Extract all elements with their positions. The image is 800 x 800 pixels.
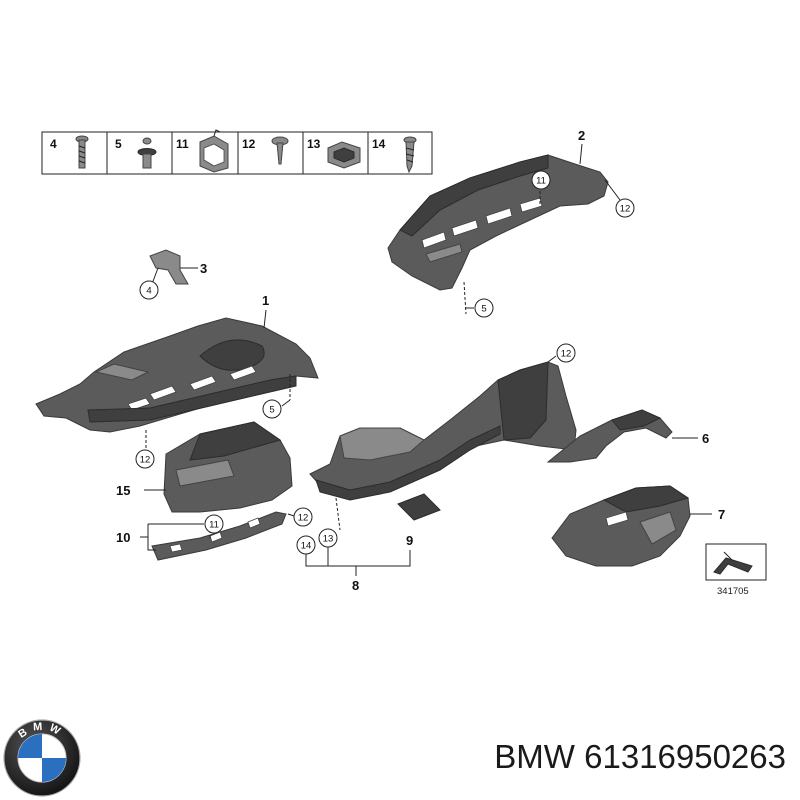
legend-num-4: 4 [50, 137, 57, 151]
reference-number: 341705 [717, 586, 749, 597]
caption: BMW 61316950263 [494, 738, 786, 776]
callout-6: 6 [702, 431, 709, 446]
part-10-strip [151, 511, 287, 561]
callout-3: 3 [200, 261, 207, 276]
circle-12-left: 12 [140, 455, 151, 466]
part-15-box [163, 421, 293, 513]
circle-11-left: 11 [209, 520, 219, 531]
callout-1: 1 [262, 293, 269, 308]
circle-5-left: 5 [269, 405, 274, 416]
part-8-trim [309, 361, 577, 501]
part-2-panel [387, 154, 609, 291]
caption-brand: BMW [494, 738, 575, 775]
expansion-rivet-icon [137, 137, 157, 169]
legend-num-11: 11 [176, 137, 189, 151]
self-tapping-screw-icon [403, 136, 417, 174]
callout-2: 2 [578, 128, 585, 143]
circle-13: 13 [323, 534, 334, 545]
part-6-shroud [546, 409, 673, 463]
part-9-pad [397, 493, 441, 521]
bolt-icon [75, 135, 89, 169]
callout-8: 8 [352, 578, 359, 593]
screw-icon [271, 136, 289, 165]
circle-11-upper: 11 [536, 176, 546, 187]
spring-nut-icon [327, 141, 361, 169]
legend-num-14: 14 [372, 137, 386, 151]
callout-9: 9 [406, 533, 413, 548]
part-3-bracket [149, 249, 189, 285]
callout-7: 7 [718, 507, 725, 522]
callout-10: 10 [116, 530, 130, 545]
legend-num-5: 5 [115, 137, 122, 151]
circle-5-upper: 5 [481, 304, 486, 315]
caption-part-number: 61316950263 [584, 738, 786, 775]
circle-12-lower: 12 [298, 513, 309, 524]
fastener-legend: 4 5 11 12 13 14 [41, 129, 433, 175]
part-1-panel [35, 317, 319, 433]
legend-num-12: 12 [242, 137, 256, 151]
circle-4: 4 [146, 286, 151, 297]
circle-12-upper: 12 [620, 204, 631, 215]
part-7-shroud [551, 485, 691, 567]
legend-num-13: 13 [307, 137, 321, 151]
clip-icon [199, 129, 229, 173]
circle-12-right: 12 [561, 349, 572, 360]
logo-letter-m: M [33, 721, 49, 734]
reference-box [705, 543, 767, 581]
bmw-logo: BMW [3, 719, 81, 797]
circle-14: 14 [301, 541, 312, 552]
callout-15: 15 [116, 483, 130, 498]
